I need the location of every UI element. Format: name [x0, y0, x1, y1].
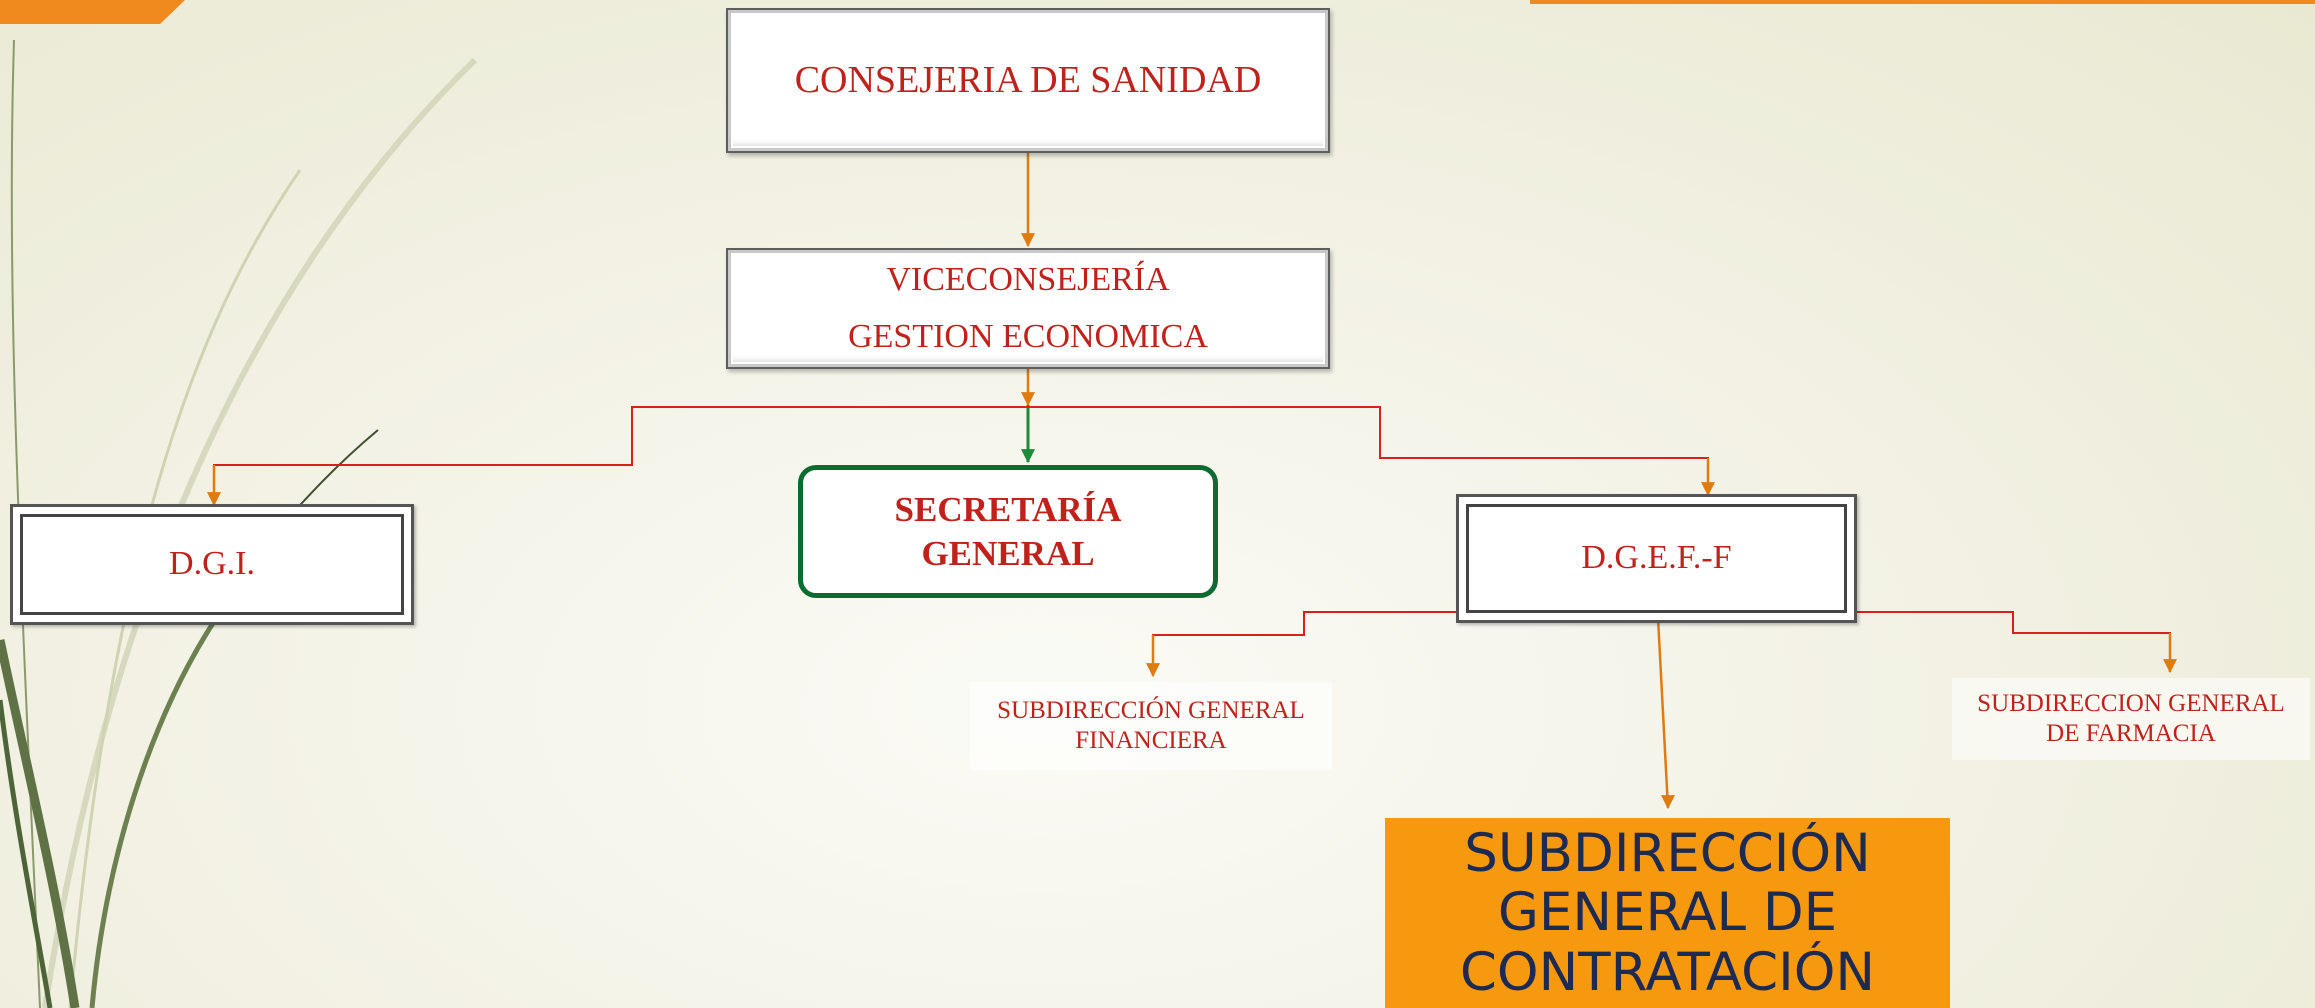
node-viceconsejeria-line2: GESTION ECONOMICA [848, 317, 1208, 355]
node-contratacion-line2: GENERAL DE [1497, 882, 1838, 944]
grass-blade-dark-2 [0, 699, 53, 1008]
node-farmacia-line2: DE FARMACIA [2046, 720, 2216, 747]
node-secretaria-line1: SECRETARÍA [894, 489, 1122, 529]
grass-blade-dark [0, 639, 80, 1008]
node-subdireccion-contratacion: SUBDIRECCIÓN GENERAL DE CONTRATACIÓN [1385, 818, 1950, 1008]
node-farmacia-line1: SUBDIRECCION GENERAL [1977, 690, 2285, 717]
node-dgi-label: D.G.I. [169, 545, 255, 583]
node-viceconsejeria-line1: VICECONSEJERÍA [886, 261, 1170, 299]
node-subdireccion-financiera: SUBDIRECCIÓN GENERAL FINANCIERA [970, 682, 1332, 770]
node-dgef-f: D.G.E.F.-F [1456, 494, 1857, 623]
node-consejeria-de-sanidad: CONSEJERIA DE SANIDAD [726, 8, 1330, 153]
node-viceconsejeria: VICECONSEJERÍA GESTION ECONOMICA [726, 248, 1330, 369]
grass-blade-thin [10, 39, 41, 1008]
connector-dgef-financiera [1152, 611, 1458, 670]
node-consejeria-label: CONSEJERIA DE SANIDAD [794, 59, 1262, 102]
connector-dgef-contratacion [1656, 617, 1675, 810]
node-subdireccion-farmacia: SUBDIRECCION GENERAL DE FARMACIA [1952, 678, 2310, 760]
node-financiera-line2: FINANCIERA [1075, 727, 1227, 754]
grass-blade-light [42, 57, 478, 1008]
accent-bar-top-right [1530, 0, 2315, 4]
node-contratacion-line3: CONTRATACIÓN [1459, 941, 1876, 1003]
node-contratacion-line1: SUBDIRECCIÓN [1464, 822, 1871, 884]
node-dgef-label: D.G.E.F.-F [1581, 539, 1732, 577]
node-financiera-line1: SUBDIRECCIÓN GENERAL [997, 697, 1305, 724]
connector-dgef-farmacia [1855, 611, 2171, 666]
node-dgi: D.G.I. [10, 504, 414, 625]
corner-accent-top-left [0, 0, 185, 24]
node-secretaria-line2: GENERAL [921, 533, 1095, 573]
grass-blade-mid [89, 618, 218, 1008]
grass-blade-light-2 [68, 169, 302, 1008]
node-secretaria-general: SECRETARÍA GENERAL [798, 465, 1218, 598]
